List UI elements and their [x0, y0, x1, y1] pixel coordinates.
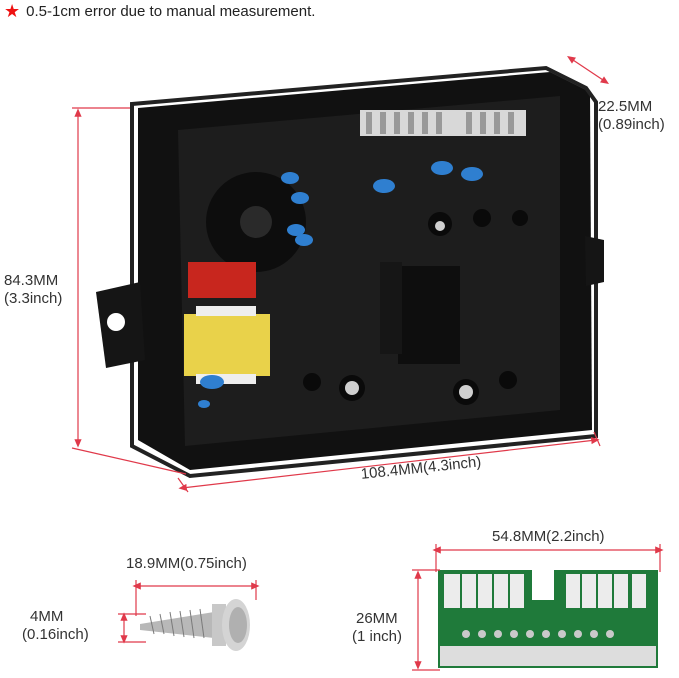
connector-height-inch: (1 inch)	[352, 628, 403, 645]
height-inch: (3.3inch)	[4, 290, 63, 307]
screw-diameter-label: 4MM (0.16inch)	[22, 608, 89, 644]
connector-board	[438, 570, 658, 668]
screw-diameter-mm: 4MM	[30, 608, 64, 625]
screw-illustration	[140, 599, 250, 651]
connector-height-label: 26MM (1 inch)	[352, 610, 402, 646]
depth-label: 22.5MM (0.89inch)	[598, 98, 665, 134]
note-text: 0.5-1cm error due to manual measurement.	[26, 2, 316, 20]
measurement-note: ★ 0.5-1cm error due to manual measuremen…	[4, 2, 315, 20]
control-board	[96, 65, 604, 479]
screw-length-label: 18.9MM(0.75inch)	[126, 555, 247, 572]
connector-width-label: 54.8MM(2.2inch)	[492, 528, 605, 545]
depth-inch: (0.89inch)	[598, 116, 665, 133]
screw-diameter-inch: (0.16inch)	[22, 626, 89, 643]
height-label: 84.3MM (3.3inch)	[4, 272, 62, 308]
height-mm: 84.3MM	[4, 272, 59, 289]
depth-mm: 22.5MM	[598, 98, 653, 115]
connector-height-mm: 26MM	[356, 610, 398, 627]
red-star-icon: ★	[4, 1, 21, 21]
